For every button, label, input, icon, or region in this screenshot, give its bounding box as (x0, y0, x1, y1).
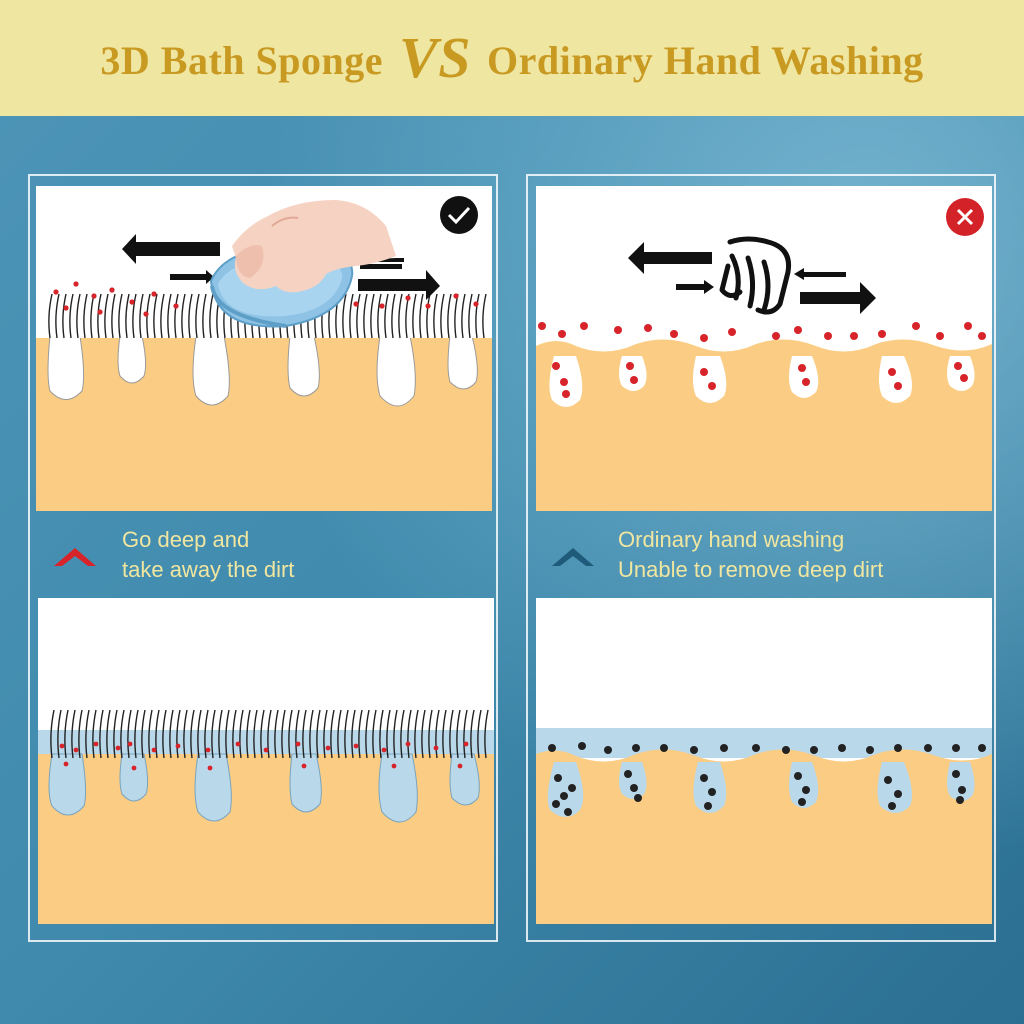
sponge-scrub-panel (36, 186, 492, 511)
hand-wash-panel (536, 186, 992, 511)
right-caption-line2: Unable to remove deep dirt (618, 557, 884, 582)
left-chevron-icon (54, 548, 96, 566)
hand-outline-icon (719, 236, 792, 315)
dirty-pores-panel (536, 598, 992, 924)
left-caption-line1: Go deep and (122, 527, 250, 552)
title-left: 3D Bath Sponge (100, 38, 384, 83)
title-banner (0, 0, 1024, 116)
right-caption: Ordinary hand washing Unable to remove d… (618, 525, 883, 585)
x-circle-icon (946, 198, 984, 236)
clean-pores-panel (38, 598, 494, 924)
title-right: Ordinary Hand Washing (487, 38, 924, 83)
title-vs: VS (399, 25, 471, 90)
right-column-frame (526, 174, 996, 942)
left-caption-line2: take away the dirt (122, 557, 295, 582)
right-chevron-icon (552, 548, 594, 566)
left-arrow-icon (122, 234, 220, 284)
left-arrow-icon (628, 242, 714, 294)
page-title: 3D Bath Sponge VS Ordinary Hand Washing (0, 24, 1024, 91)
left-caption: Go deep and take away the dirt (122, 525, 294, 585)
hand-icon (232, 200, 396, 293)
check-circle-icon (440, 196, 478, 234)
right-caption-line1: Ordinary hand washing (618, 527, 845, 552)
right-arrow-icon (794, 268, 876, 314)
left-column-frame (28, 174, 498, 942)
